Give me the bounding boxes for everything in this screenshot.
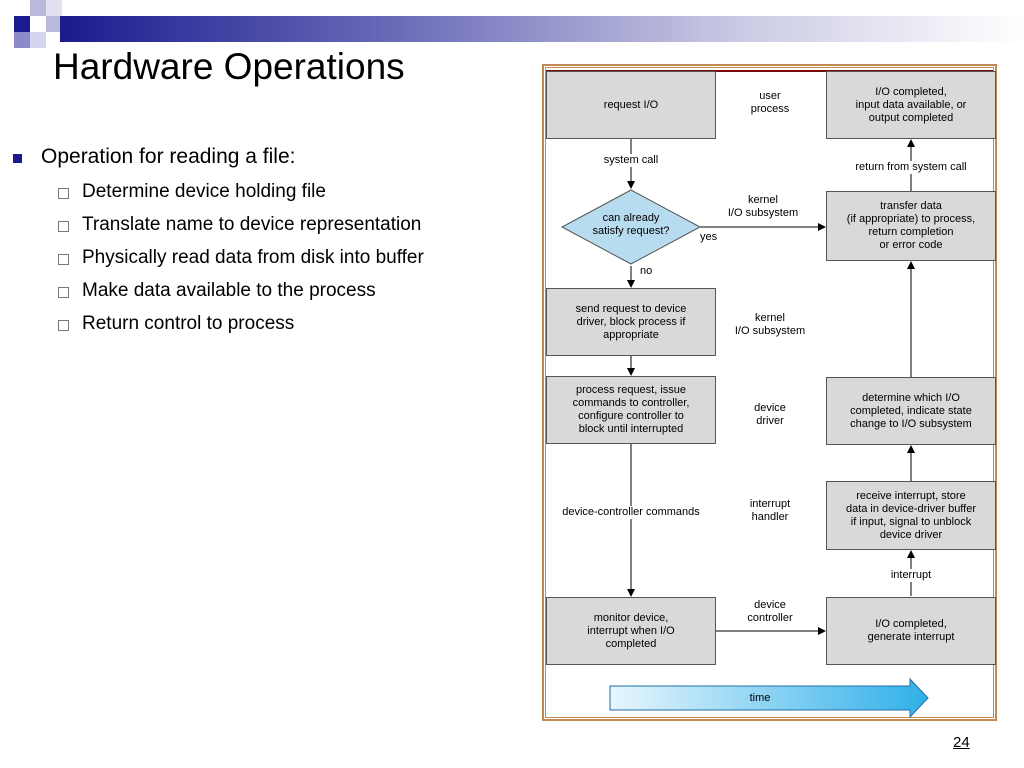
subbullet-item: Physically read data from disk into buff… bbox=[10, 246, 530, 274]
square-bullet-icon bbox=[13, 154, 22, 163]
label-device-driver: device driver bbox=[754, 402, 786, 428]
label-kernel-io-subsystem-1: kernel I/O subsystem bbox=[727, 194, 799, 219]
subbullet-item: Translate name to device representation bbox=[10, 213, 530, 241]
process-request-box: process request, issue commands to contr… bbox=[546, 376, 716, 444]
label-kernel-io-subsystem-2: kernel I/O subsystem bbox=[734, 312, 806, 338]
subbullet-text: Physically read data from disk into buff… bbox=[82, 247, 424, 268]
label-time: time bbox=[749, 692, 771, 704]
receive-interrupt-box: receive interrupt, store data in device-… bbox=[826, 481, 996, 550]
corner-square-light-1 bbox=[30, 0, 46, 16]
title-gradient-bar bbox=[60, 16, 1024, 42]
corner-square-light-4 bbox=[46, 0, 62, 16]
corner-square-mid-1 bbox=[14, 32, 30, 48]
hollow-square-bullet-icon bbox=[58, 254, 69, 265]
hollow-square-bullet-icon bbox=[58, 320, 69, 331]
slide-title: Hardware Operations bbox=[53, 46, 405, 87]
io-completed-top-box: I/O completed, input data available, or … bbox=[826, 71, 996, 139]
subbullet-text: Determine device holding file bbox=[82, 181, 326, 202]
determine-io-box: determine which I/O completed, indicate … bbox=[826, 377, 996, 445]
diagram-top-rule bbox=[546, 70, 993, 72]
hollow-square-bullet-icon bbox=[58, 287, 69, 298]
io-completed-bottom-box: I/O completed, generate interrupt bbox=[826, 597, 996, 665]
subbullet-text: Return control to process bbox=[82, 313, 295, 334]
label-device-controller-commands: device-controller commands bbox=[562, 506, 700, 519]
subbullet-text: Translate name to device representation bbox=[82, 214, 422, 235]
label-no: no bbox=[640, 265, 653, 278]
subbullet-item: Determine device holding file bbox=[10, 180, 530, 208]
subbullet-text: Make data available to the process bbox=[82, 280, 376, 301]
bullet-item: Operation for reading a file: bbox=[10, 143, 530, 173]
page-number[interactable]: 24 bbox=[953, 734, 970, 751]
corner-square-light-3 bbox=[30, 32, 46, 48]
subbullet-item: Return control to process bbox=[10, 312, 530, 340]
label-device-controller: device controller bbox=[747, 599, 793, 625]
label-system-call: system call bbox=[603, 154, 659, 167]
decision-diamond bbox=[560, 189, 702, 265]
label-user-process: user process bbox=[750, 90, 790, 116]
label-interrupt-handler: interrupt handler bbox=[749, 498, 791, 524]
send-request-box: send request to device driver, block pro… bbox=[546, 288, 716, 356]
hollow-square-bullet-icon bbox=[58, 188, 69, 199]
corner-square-light-2 bbox=[46, 16, 62, 32]
subbullet-item: Make data available to the process bbox=[10, 279, 530, 307]
time-arrow bbox=[609, 677, 929, 719]
corner-square-dark-1 bbox=[14, 16, 30, 32]
label-interrupt: interrupt bbox=[890, 569, 932, 582]
bullet-text: Operation for reading a file: bbox=[41, 145, 296, 168]
label-return-from-system-call: return from system call bbox=[855, 161, 967, 174]
transfer-data-box: transfer data (if appropriate) to proces… bbox=[826, 191, 996, 261]
request-io-box: request I/O bbox=[546, 71, 716, 139]
label-yes: yes bbox=[700, 231, 718, 244]
hollow-square-bullet-icon bbox=[58, 221, 69, 232]
monitor-device-box: monitor device, interrupt when I/O compl… bbox=[546, 597, 716, 665]
decision-text: can already satisfy request? bbox=[592, 212, 670, 237]
